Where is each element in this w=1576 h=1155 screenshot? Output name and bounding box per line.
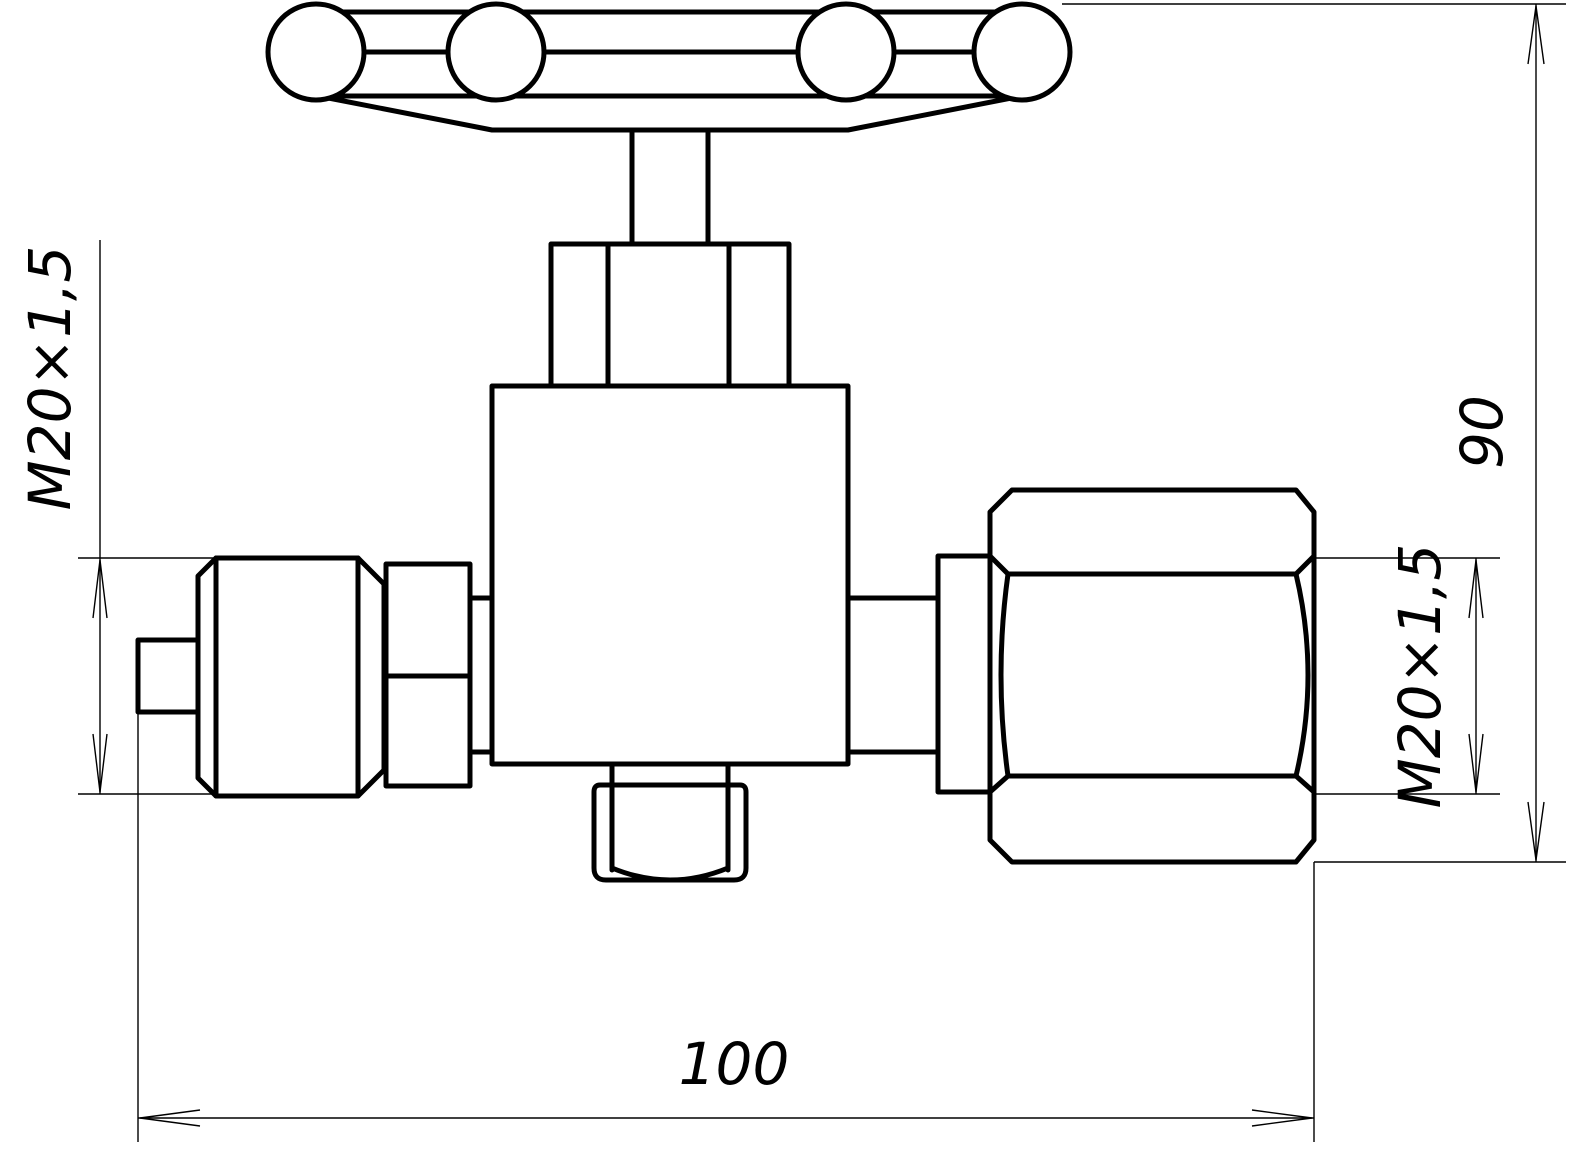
- handwheel-hub: [315, 93, 1025, 133]
- handwheel-knob-3: [795, 1, 897, 103]
- dimension-right-thread-label: M20×1,5: [1386, 544, 1454, 809]
- right-neck: [845, 595, 941, 755]
- gland-nut: [548, 241, 792, 389]
- dimension-width: 100: [137, 712, 1315, 1142]
- right-connection: [845, 487, 1317, 865]
- handwheel-knob-2: [445, 1, 547, 103]
- handwheel: [265, 1, 1073, 133]
- dimension-height-label: 90: [1448, 395, 1516, 469]
- dimension-left-thread: M20×1,5: [16, 240, 216, 795]
- dimension-height: 90: [1062, 3, 1566, 863]
- left-neck: [467, 595, 495, 755]
- handwheel-knob-1: [265, 1, 367, 103]
- dimension-left-thread-label: M20×1,5: [16, 246, 84, 511]
- handwheel-knob-4: [971, 1, 1073, 103]
- valve-stem: [629, 129, 711, 247]
- dimension-width-label: 100: [679, 1030, 790, 1098]
- dimension-right-thread: M20×1,5: [1314, 544, 1500, 809]
- right-small-nut: [935, 553, 997, 795]
- left-pin: [135, 637, 201, 715]
- left-connection: [135, 555, 495, 799]
- bottom-plug: [591, 761, 749, 883]
- valve-body: [489, 383, 851, 767]
- right-union-nut: [987, 487, 1317, 865]
